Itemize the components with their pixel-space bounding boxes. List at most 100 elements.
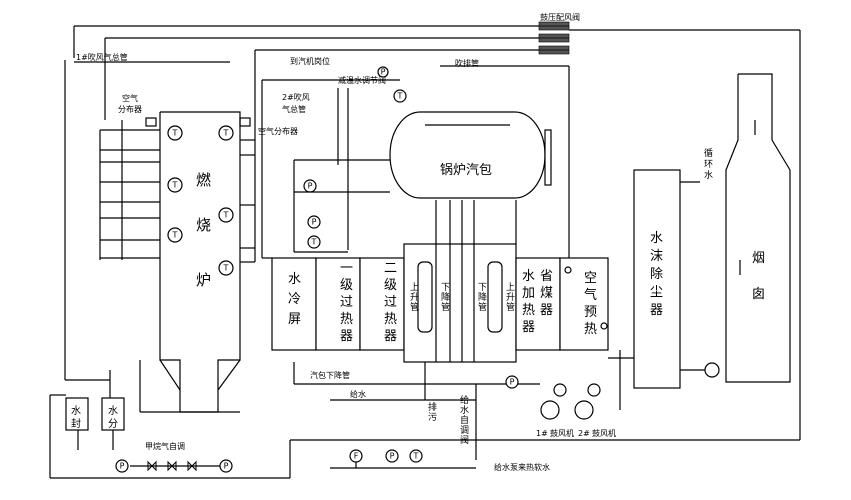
water-cooled-label-2: 冷: [288, 292, 301, 307]
econ-a-4: 器: [522, 320, 535, 335]
sh2-5: 器: [384, 329, 397, 344]
feed-pump-label: 给水泵来热软水: [494, 462, 550, 472]
feed-valve-2: 水: [460, 404, 469, 416]
riser1-1: 上: [410, 282, 419, 293]
chimney-1: 烟: [752, 251, 765, 266]
blower-header-2-label-2: 气总管: [282, 104, 306, 114]
furnace-temp-6: T: [223, 264, 229, 273]
superheater-2: [359, 257, 405, 351]
scrub-2: 沫: [650, 249, 663, 264]
water-div-label-2: 分: [108, 418, 118, 430]
downcomer-vessel-2: [487, 261, 503, 333]
econ-a-3: 热: [522, 303, 535, 318]
dc1-3: 管: [441, 301, 450, 313]
air-distributor-label-2: 分布器: [118, 104, 142, 114]
feed-valve-1: 给: [460, 394, 469, 406]
air-distributor-1: [145, 117, 157, 127]
fan-2-label: 2#: [578, 429, 590, 438]
econ-b-1: 省: [540, 269, 553, 284]
furnace-temp-1: T: [172, 129, 178, 138]
aph-4: 热: [584, 322, 597, 337]
water-cooled-label-3: 屏: [288, 312, 301, 327]
feed-valve-5: 阀: [460, 435, 469, 446]
feed-pressure: P: [510, 378, 515, 387]
furnace-label-1: 燃: [196, 171, 211, 189]
gas-pressure-2: P: [224, 462, 229, 471]
sh1-2: 级: [340, 278, 353, 293]
air-distributor-label-1: 空气: [122, 93, 138, 103]
riser2-2: 升: [506, 292, 515, 303]
riser1-3: 管: [410, 301, 419, 313]
econ-a-1: 水: [522, 269, 535, 284]
sh2-3: 过: [384, 295, 397, 310]
scrub-4: 尘: [650, 285, 663, 300]
to-turbine-label: 到汽机岗位: [290, 56, 330, 66]
water-seal-label-1: 水: [71, 405, 81, 417]
circ-1: 循: [704, 147, 713, 159]
furnace-temp-2: T: [172, 181, 178, 190]
chimney-2: 囱: [752, 287, 765, 302]
blower-header-1-label: 1#吹风气总管: [76, 52, 128, 62]
water-cooled-label-1: 水: [288, 272, 301, 287]
dc1-1: 下: [441, 283, 450, 293]
water-seal-tank: [65, 397, 89, 431]
fan-2: [574, 400, 594, 420]
furnace: [139, 111, 241, 413]
drum-downcomer-label: 汽包下降管: [310, 370, 350, 380]
superheater-1: [315, 257, 361, 351]
flow-gauge: F: [354, 452, 359, 461]
furnace-label-3: 炉: [196, 271, 211, 289]
fan-1-name: 鼓风机: [550, 428, 574, 438]
gas-pressure-1: P: [120, 462, 125, 471]
furnace-temp-4: T: [223, 129, 229, 138]
aph-1: 空: [584, 271, 597, 286]
inlet-valve-label: 鼓压配风阀: [540, 12, 580, 22]
sh2-4: 热: [384, 312, 397, 327]
feed-water-label: 给水: [350, 389, 366, 399]
furnace-temp-5: T: [223, 211, 229, 220]
circ-3: 水: [704, 169, 713, 181]
circ-2: 环: [704, 159, 713, 170]
aph-3: 预: [584, 305, 597, 320]
inlet-damper-bank: [538, 21, 570, 55]
desuper-valve-label: 减温水调节阀: [338, 75, 386, 85]
fan-1: [540, 400, 560, 420]
fan-1-label: 1#: [536, 429, 548, 438]
econ-a-2: 加: [522, 286, 535, 301]
safety-pipe-label: 吹排管: [455, 58, 479, 68]
feed-valve-4: 调: [460, 425, 469, 436]
left-manifold: [99, 118, 256, 263]
drum-label: 锅炉汽包: [440, 162, 492, 178]
water-div-label-1: 水: [108, 405, 118, 417]
dc1-2: 降: [441, 291, 450, 303]
scrub-3: 除: [650, 267, 663, 282]
riser1-2: 升: [410, 292, 419, 303]
scrub-1: 水: [650, 231, 663, 246]
furnace-label-2: 烧: [196, 216, 211, 234]
econ-b-3: 器: [540, 303, 553, 318]
fan-2-name: 鼓风机: [592, 428, 616, 438]
sh1-5: 器: [340, 329, 353, 344]
chimney: [725, 73, 791, 383]
sh2-2: 级: [384, 278, 397, 293]
pressure-gauge-top: P: [381, 68, 386, 77]
feed-temp: T: [413, 452, 419, 461]
drum-gauge-2: P: [312, 218, 317, 227]
air-distributor-2-label: 空气分布器: [258, 126, 298, 136]
drum-gauge-1: P: [308, 182, 313, 191]
gas-regulator-label: 甲烷气自调: [145, 441, 185, 451]
downcomer-vessel-1: [417, 261, 433, 333]
riser2-3: 管: [506, 301, 515, 313]
scrubber: [633, 169, 681, 389]
blowdown-2: 污: [428, 411, 437, 423]
sh1-4: 热: [340, 312, 353, 327]
blowdown-1: 排: [428, 401, 437, 413]
econ-b-2: 煤: [540, 286, 553, 301]
dc2-3: 管: [478, 301, 487, 313]
sh1-3: 过: [340, 295, 353, 310]
dc2-1: 下: [478, 283, 487, 293]
boiler-drum: [389, 111, 552, 199]
sh1-1: 一: [340, 261, 353, 276]
furnace-temp-3: T: [172, 231, 178, 240]
